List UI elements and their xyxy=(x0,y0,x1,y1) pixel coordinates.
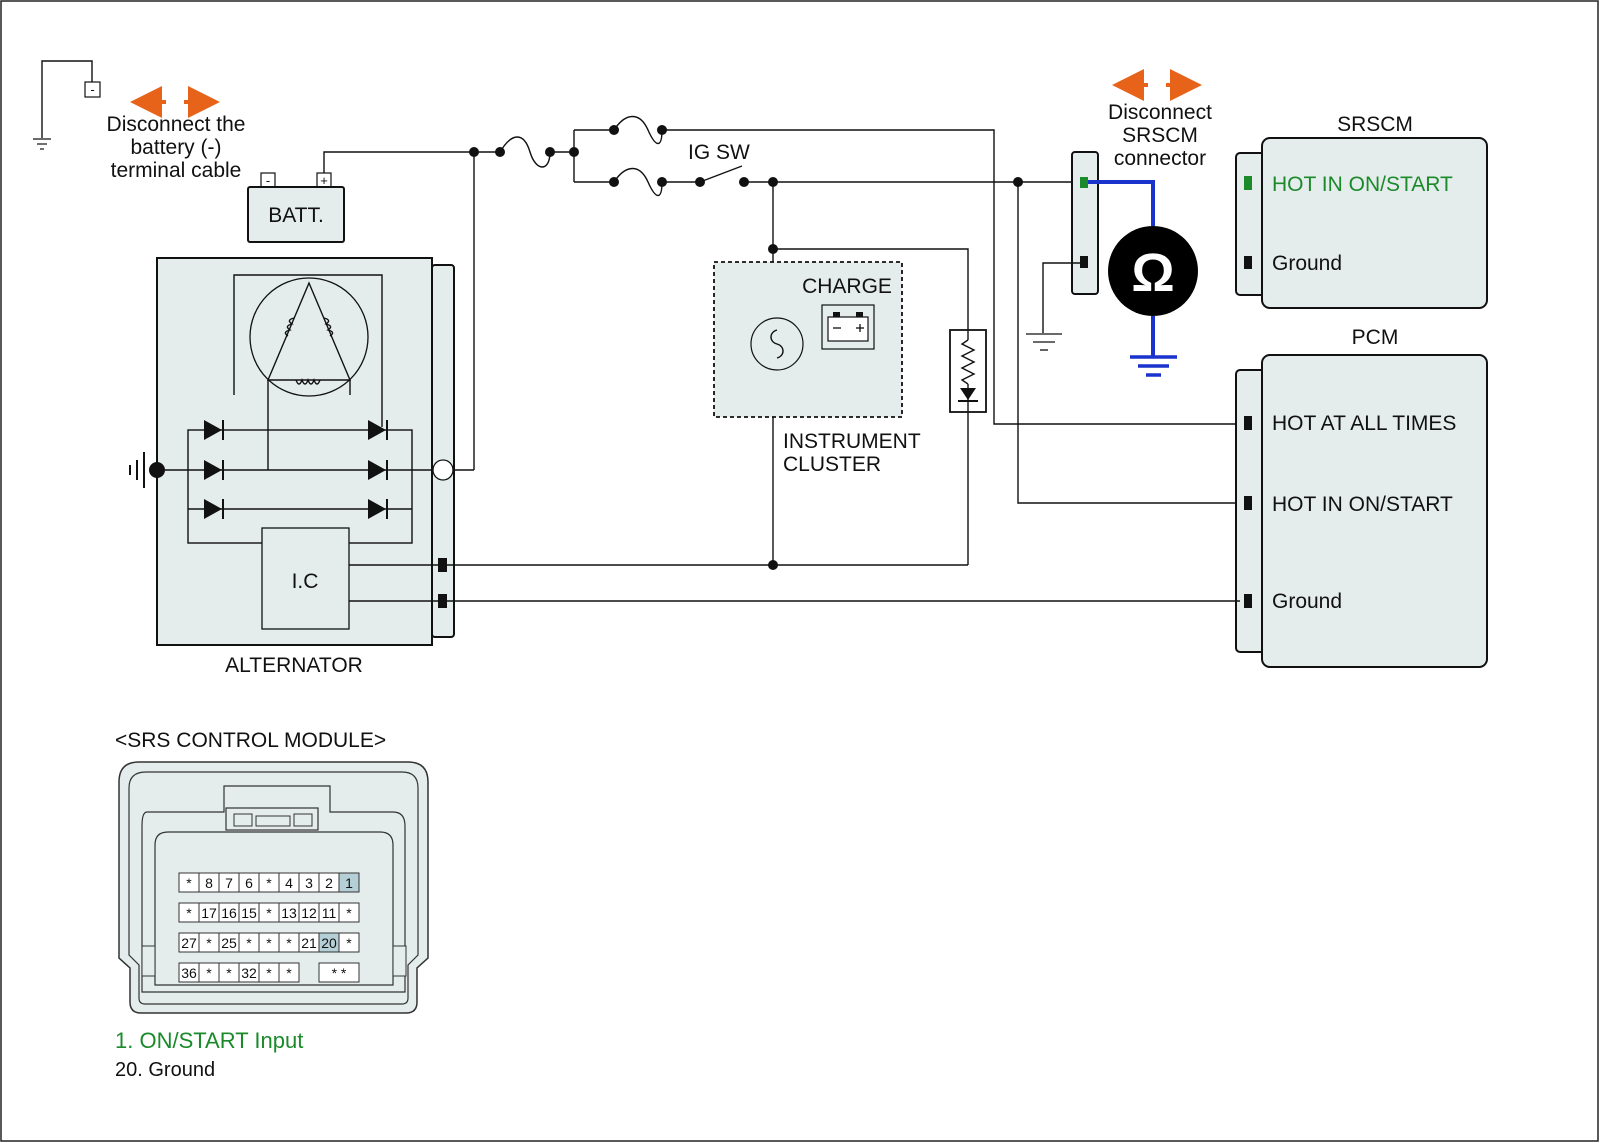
srscm-pin-ground: Ground xyxy=(1272,252,1342,275)
battery-ground-tab: - xyxy=(33,60,101,150)
battery-disconnect-note-3: terminal cable xyxy=(111,159,242,182)
alternator-ic-label: I.C xyxy=(292,570,319,593)
instrument-cluster-label-1: INSTRUMENT xyxy=(783,430,921,453)
pcm-pin-hot-at-all-times: HOT AT ALL TIMES xyxy=(1272,412,1456,435)
connector-pin-number: * xyxy=(186,875,192,891)
battery-disconnect-note-2: battery (-) xyxy=(130,136,221,159)
srscm-module xyxy=(1235,137,1488,309)
connector-pin-number: 3 xyxy=(305,875,313,891)
charge-lamp-label: CHARGE xyxy=(802,275,892,298)
connector-pin-number: * * xyxy=(332,965,347,981)
connector-pin-number: 20 xyxy=(321,935,337,951)
connector-pin-number: * xyxy=(346,935,352,951)
connector-pin-number: * xyxy=(346,905,352,921)
connector-cavity xyxy=(278,962,300,983)
instrument-cluster-label-2: CLUSTER xyxy=(783,453,881,476)
connector-pin-number: * xyxy=(286,935,292,951)
ohmmeter: Ω xyxy=(1108,226,1198,316)
battery-neg-terminal: - xyxy=(266,173,270,188)
connector-pin-number: 36 xyxy=(181,965,197,981)
alternator-label: ALTERNATOR xyxy=(225,654,363,677)
pcm-pin-hot-on-start: HOT IN ON/START xyxy=(1272,493,1453,516)
alternator: I.C xyxy=(129,257,455,646)
connector-pin-number: 11 xyxy=(322,905,337,921)
resistor-diode-element xyxy=(949,329,987,413)
connector-pin-number: 12 xyxy=(301,905,317,921)
connector-pin-number: * xyxy=(226,965,232,981)
connector-pin-number: * xyxy=(206,935,212,951)
connector-pin-number: 16 xyxy=(221,905,237,921)
connector-cavity xyxy=(338,902,360,923)
connector-pin-number: * xyxy=(266,935,272,951)
connector-pin-number: 13 xyxy=(281,905,297,921)
legend-on-start-input: 1. ON/START Input xyxy=(115,1028,303,1053)
connector-pin-number: 6 xyxy=(245,875,253,891)
srscm-detached-connector xyxy=(1071,151,1099,295)
connector-pin-number: 8 xyxy=(205,875,213,891)
legend-ground: 20. Ground xyxy=(115,1059,215,1081)
connector-pin-number: * xyxy=(266,965,272,981)
connector-title: <SRS CONTROL MODULE> xyxy=(115,729,386,752)
battery: - + BATT. xyxy=(247,172,345,243)
pcm-pin-ground: Ground xyxy=(1272,590,1342,613)
ohm-symbol: Ω xyxy=(1131,243,1174,303)
connector-pin-number: 25 xyxy=(221,935,237,951)
connector-pin-number: * xyxy=(266,875,272,891)
srscm-disconnect-note-3: connector xyxy=(1114,147,1206,170)
connector-pin-number: 27 xyxy=(181,935,197,951)
instrument-cluster: CHARGE xyxy=(713,261,903,418)
connector-cavity xyxy=(338,932,360,953)
connector-pin-number: * xyxy=(246,935,252,951)
srscm-title: SRSCM xyxy=(1337,113,1413,136)
connector-pin-number: 1 xyxy=(345,875,353,891)
connector-pin-number: 15 xyxy=(241,905,257,921)
connector-pin-number: * xyxy=(286,965,292,981)
connector-pin-number: * xyxy=(266,905,272,921)
connector-cavity xyxy=(338,872,360,893)
battery-label: BATT. xyxy=(268,204,324,227)
srscm-disconnect-note-2: SRSCM xyxy=(1122,124,1198,147)
ig-switch-label: IG SW xyxy=(688,141,750,164)
connector-pin-number: 2 xyxy=(325,875,333,891)
connector-pin-number: * xyxy=(206,965,212,981)
ground-tab-minus: - xyxy=(90,82,94,97)
connector-pin-number: 4 xyxy=(285,875,293,891)
meter-lead xyxy=(1088,180,1155,226)
pcm-module xyxy=(1235,354,1488,668)
connector-pin-number: 7 xyxy=(225,875,233,891)
battery-pos-terminal: + xyxy=(320,173,328,188)
battery-disconnect-note-1: Disconnect the xyxy=(107,113,246,136)
connector-cavity xyxy=(318,962,360,983)
srscm-pin-hot-on-start: HOT IN ON/START xyxy=(1272,173,1453,196)
pcm-title: PCM xyxy=(1352,326,1399,349)
connector-pin-number: 21 xyxy=(301,935,317,951)
connector-pin-number: 17 xyxy=(201,905,217,921)
connector-pin-number: 32 xyxy=(241,965,257,981)
battery-warning-icon xyxy=(821,304,875,350)
connector-pin-number: * xyxy=(186,905,192,921)
srscm-disconnect-note-1: Disconnect xyxy=(1108,101,1212,124)
